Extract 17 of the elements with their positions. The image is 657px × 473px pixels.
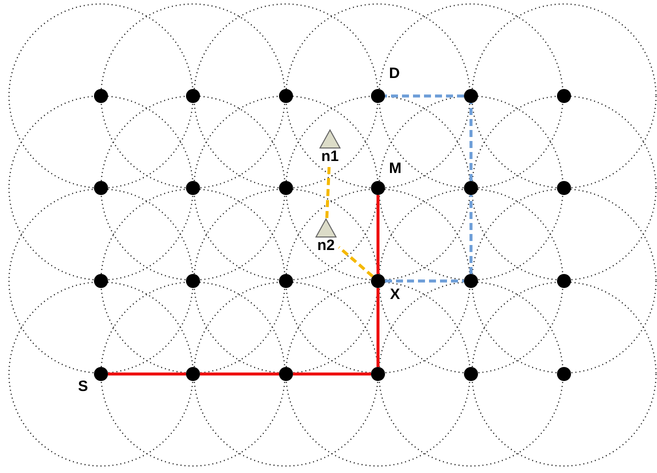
node-label: M <box>389 161 402 176</box>
path-line <box>200 372 279 376</box>
path-line <box>376 288 380 367</box>
node-label: S <box>78 379 88 394</box>
dashed-path-line <box>385 94 464 98</box>
path-line <box>108 372 186 376</box>
node-label: n1 <box>321 149 339 164</box>
dashed-path-line <box>385 280 464 282</box>
node-label: D <box>389 66 400 81</box>
path-line <box>376 195 380 274</box>
dashed-path-line <box>470 195 472 274</box>
path-line <box>293 372 371 376</box>
node-label: n2 <box>317 238 335 253</box>
dashed-path-line <box>325 164 331 218</box>
dashed-path-line <box>338 246 374 278</box>
node-label: X <box>390 287 400 302</box>
dashed-path-line <box>470 103 472 181</box>
